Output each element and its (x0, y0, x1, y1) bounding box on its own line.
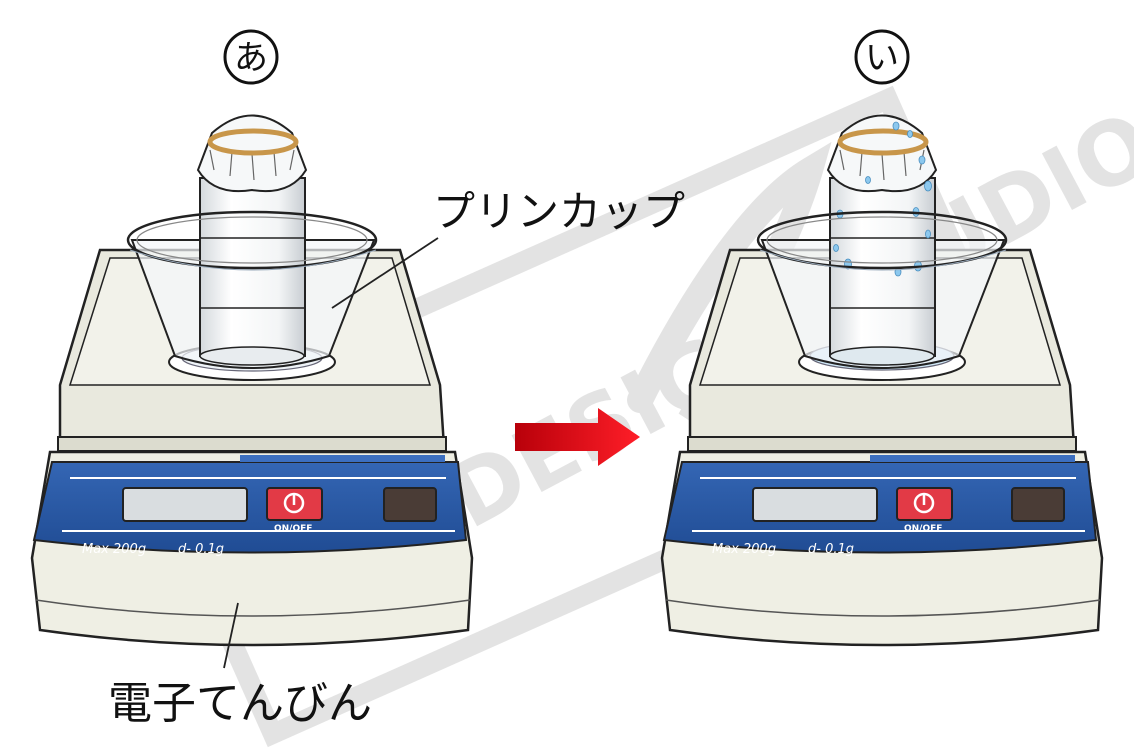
tare-button-a[interactable] (383, 487, 437, 522)
display-b (752, 487, 878, 522)
scene-b-marker-text: い (865, 38, 899, 78)
balance-callout: 電子てんびん (108, 602, 372, 729)
division-label-b: d- 0.1g (808, 542, 854, 557)
scene-b-marker: い (854, 29, 910, 85)
power-button-b[interactable] (896, 487, 953, 521)
power-label-a: ON/OFF (274, 524, 312, 534)
scene-a: あ ON/OFF Max 200g d- 0.1g (30, 29, 474, 647)
power-label-b: ON/OFF (904, 524, 942, 534)
cup-callout: プリンカップ (331, 187, 685, 309)
scene-a-marker-text: あ (234, 38, 268, 78)
tare-button-b[interactable] (1011, 487, 1065, 522)
cup-and-bottle-b (756, 114, 1008, 381)
cup-and-bottle-a (126, 114, 378, 381)
scene-a-marker: あ (223, 29, 279, 85)
cup-label: プリンカップ (433, 187, 685, 236)
capacity-label-b: Max 200g (712, 542, 776, 557)
division-label-a: d- 0.1g (178, 542, 224, 557)
scene-b: い ON/OFF Max 200g d- 0.1g (660, 29, 1104, 647)
display-a (122, 487, 248, 522)
balance-label: 電子てんびん (108, 678, 372, 729)
power-button-a[interactable] (266, 487, 323, 521)
transition-arrow (515, 408, 640, 466)
capacity-label-a: Max 200g (82, 542, 146, 557)
